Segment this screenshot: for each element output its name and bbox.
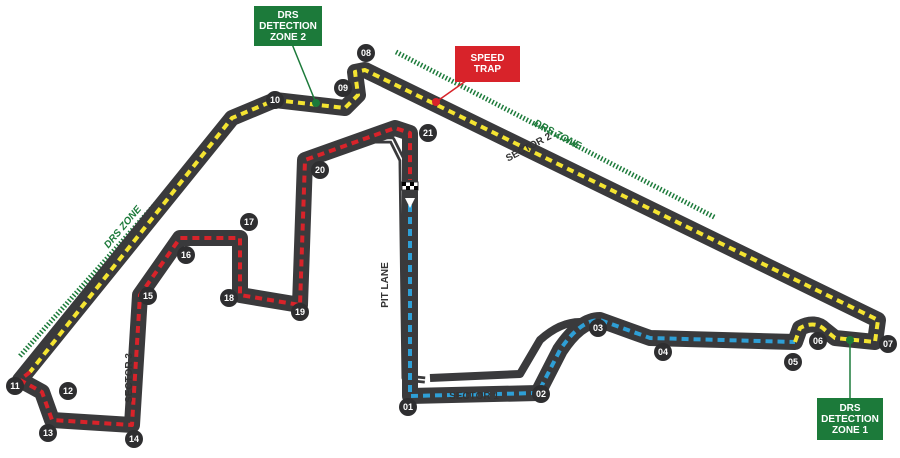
turn-badge-01: 01 (399, 398, 417, 416)
svg-text:10: 10 (270, 95, 280, 105)
svg-text:14: 14 (129, 434, 139, 444)
svg-text:20: 20 (315, 165, 325, 175)
drs-detection-zone-2-box: DRS DETECTION ZONE 2 (254, 6, 322, 46)
svg-text:09: 09 (338, 83, 348, 93)
direction-arrow-icon (405, 198, 415, 208)
box-line: DETECTION (259, 20, 317, 32)
svg-text:06: 06 (813, 336, 823, 346)
box-line: ZONE 2 (269, 31, 307, 43)
sector-3-path (18, 126, 412, 427)
sector-1-label: SECTOR 1 (449, 391, 499, 402)
turn-badge-08: 08 (357, 44, 375, 62)
drs-detection-2-leader (291, 43, 317, 104)
svg-text:01: 01 (403, 402, 413, 412)
box-line: SPEED (470, 53, 505, 64)
turn-badge-10: 10 (266, 91, 284, 109)
svg-text:11: 11 (10, 381, 20, 391)
svg-text:17: 17 (244, 217, 254, 227)
turn-badge-11: 11 (6, 377, 24, 395)
svg-text:21: 21 (423, 128, 433, 138)
pit-lane-label: PIT LANE (380, 262, 391, 308)
box-line: DRS (277, 9, 299, 21)
sector-3-label: SECTOR 3 (124, 353, 135, 403)
svg-text:12: 12 (63, 386, 73, 396)
svg-text:18: 18 (224, 293, 234, 303)
svg-text:15: 15 (143, 291, 153, 301)
turn-badge-16: 16 (177, 246, 195, 264)
turn-badge-07: 07 (879, 335, 897, 353)
turn-badge-04: 04 (654, 343, 672, 361)
box-line: ZONE 1 (831, 424, 869, 436)
svg-text:16: 16 (181, 250, 191, 260)
start-finish-flag (401, 181, 419, 191)
turn-badge-12: 12 (59, 382, 77, 400)
svg-text:02: 02 (536, 389, 546, 399)
svg-text:13: 13 (43, 428, 53, 438)
drs-detection-zone-1-box: DRS DETECTION ZONE 1 (817, 398, 883, 440)
turn-badge-17: 17 (240, 213, 258, 231)
turn-badge-06: 06 (809, 332, 827, 350)
drs-zone-2-line (18, 116, 234, 358)
svg-text:04: 04 (658, 347, 668, 357)
turn-badge-14: 14 (125, 430, 143, 448)
turn-badge-03: 03 (589, 319, 607, 337)
svg-text:07: 07 (883, 339, 893, 349)
svg-text:05: 05 (788, 357, 798, 367)
box-line: DRS (839, 402, 861, 414)
box-line: TRAP (473, 64, 502, 75)
track-surface (12, 62, 886, 433)
drs-zone-1-line (394, 49, 718, 221)
box-line: DETECTION (821, 413, 879, 425)
svg-text:03: 03 (593, 323, 603, 333)
turn-badge-05: 05 (784, 353, 802, 371)
turn-badge-21: 21 (419, 124, 437, 142)
turn-badge-15: 15 (139, 287, 157, 305)
speed-trap-box: SPEED TRAP (455, 46, 520, 82)
track-inner-loop (429, 318, 581, 382)
speed-trap-leader (435, 77, 471, 103)
turn-badge-02: 02 (532, 385, 550, 403)
turn-badge-18: 18 (220, 289, 238, 307)
turn-badge-20: 20 (311, 161, 329, 179)
sector-2-path (28, 68, 880, 374)
turn-badge-09: 09 (334, 79, 352, 97)
sector-1-path (408, 205, 796, 398)
svg-text:08: 08 (361, 48, 371, 58)
turn-badge-13: 13 (39, 424, 57, 442)
svg-text:19: 19 (295, 307, 305, 317)
turn-badge-19: 19 (291, 303, 309, 321)
